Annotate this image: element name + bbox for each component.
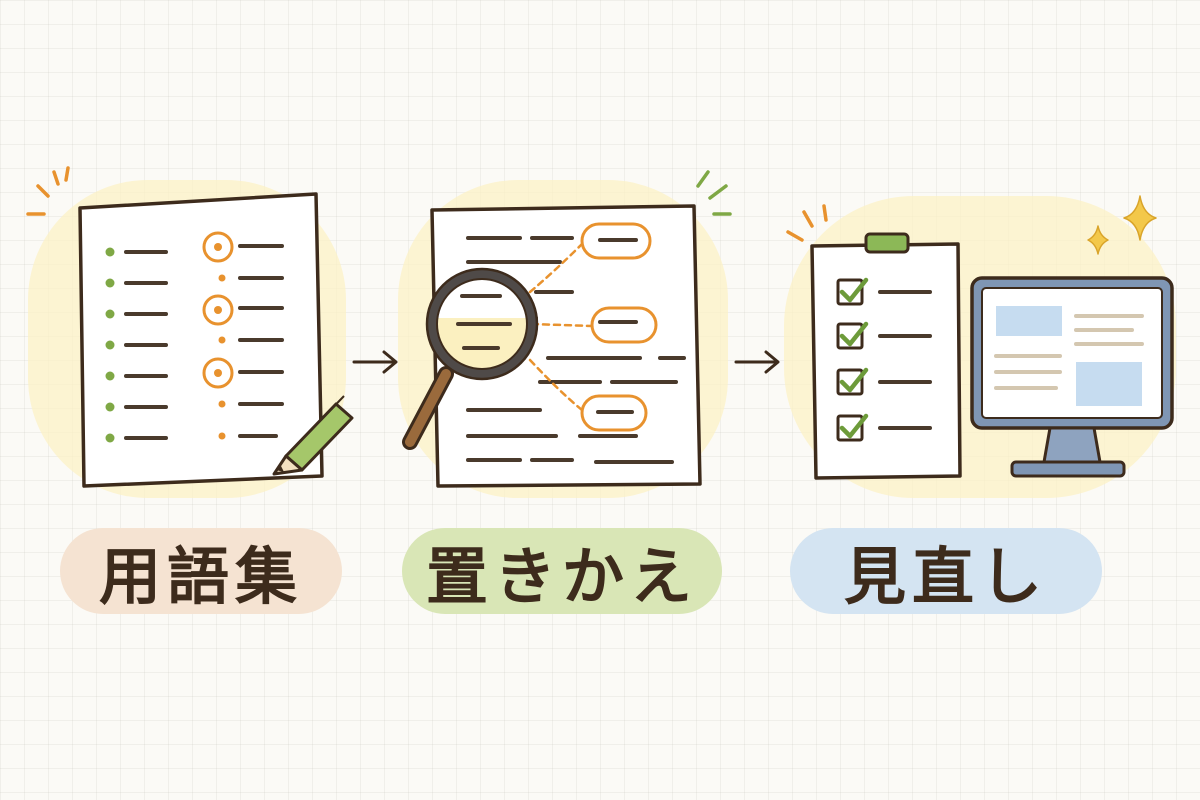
- step-label-text: 見直し: [843, 540, 1048, 613]
- sparkle-icon: [1087, 195, 1157, 255]
- checklist-clipboard-icon: [786, 204, 962, 480]
- magnifier-icon: [402, 267, 539, 450]
- step-label-review: 見直し: [790, 528, 1102, 614]
- step-label-replace: 置きかえ: [402, 528, 722, 614]
- monitor-icon: [970, 276, 1174, 478]
- step-label-text: 置きかえ: [425, 540, 698, 613]
- arrow-right-icon: [734, 350, 780, 374]
- arrow-right-icon: [352, 350, 398, 374]
- step-label-glossary: 用語集: [60, 528, 342, 614]
- pencil-icon: [272, 395, 354, 476]
- glossary-document-icon: [26, 166, 324, 488]
- step-label-text: 用語集: [98, 540, 303, 613]
